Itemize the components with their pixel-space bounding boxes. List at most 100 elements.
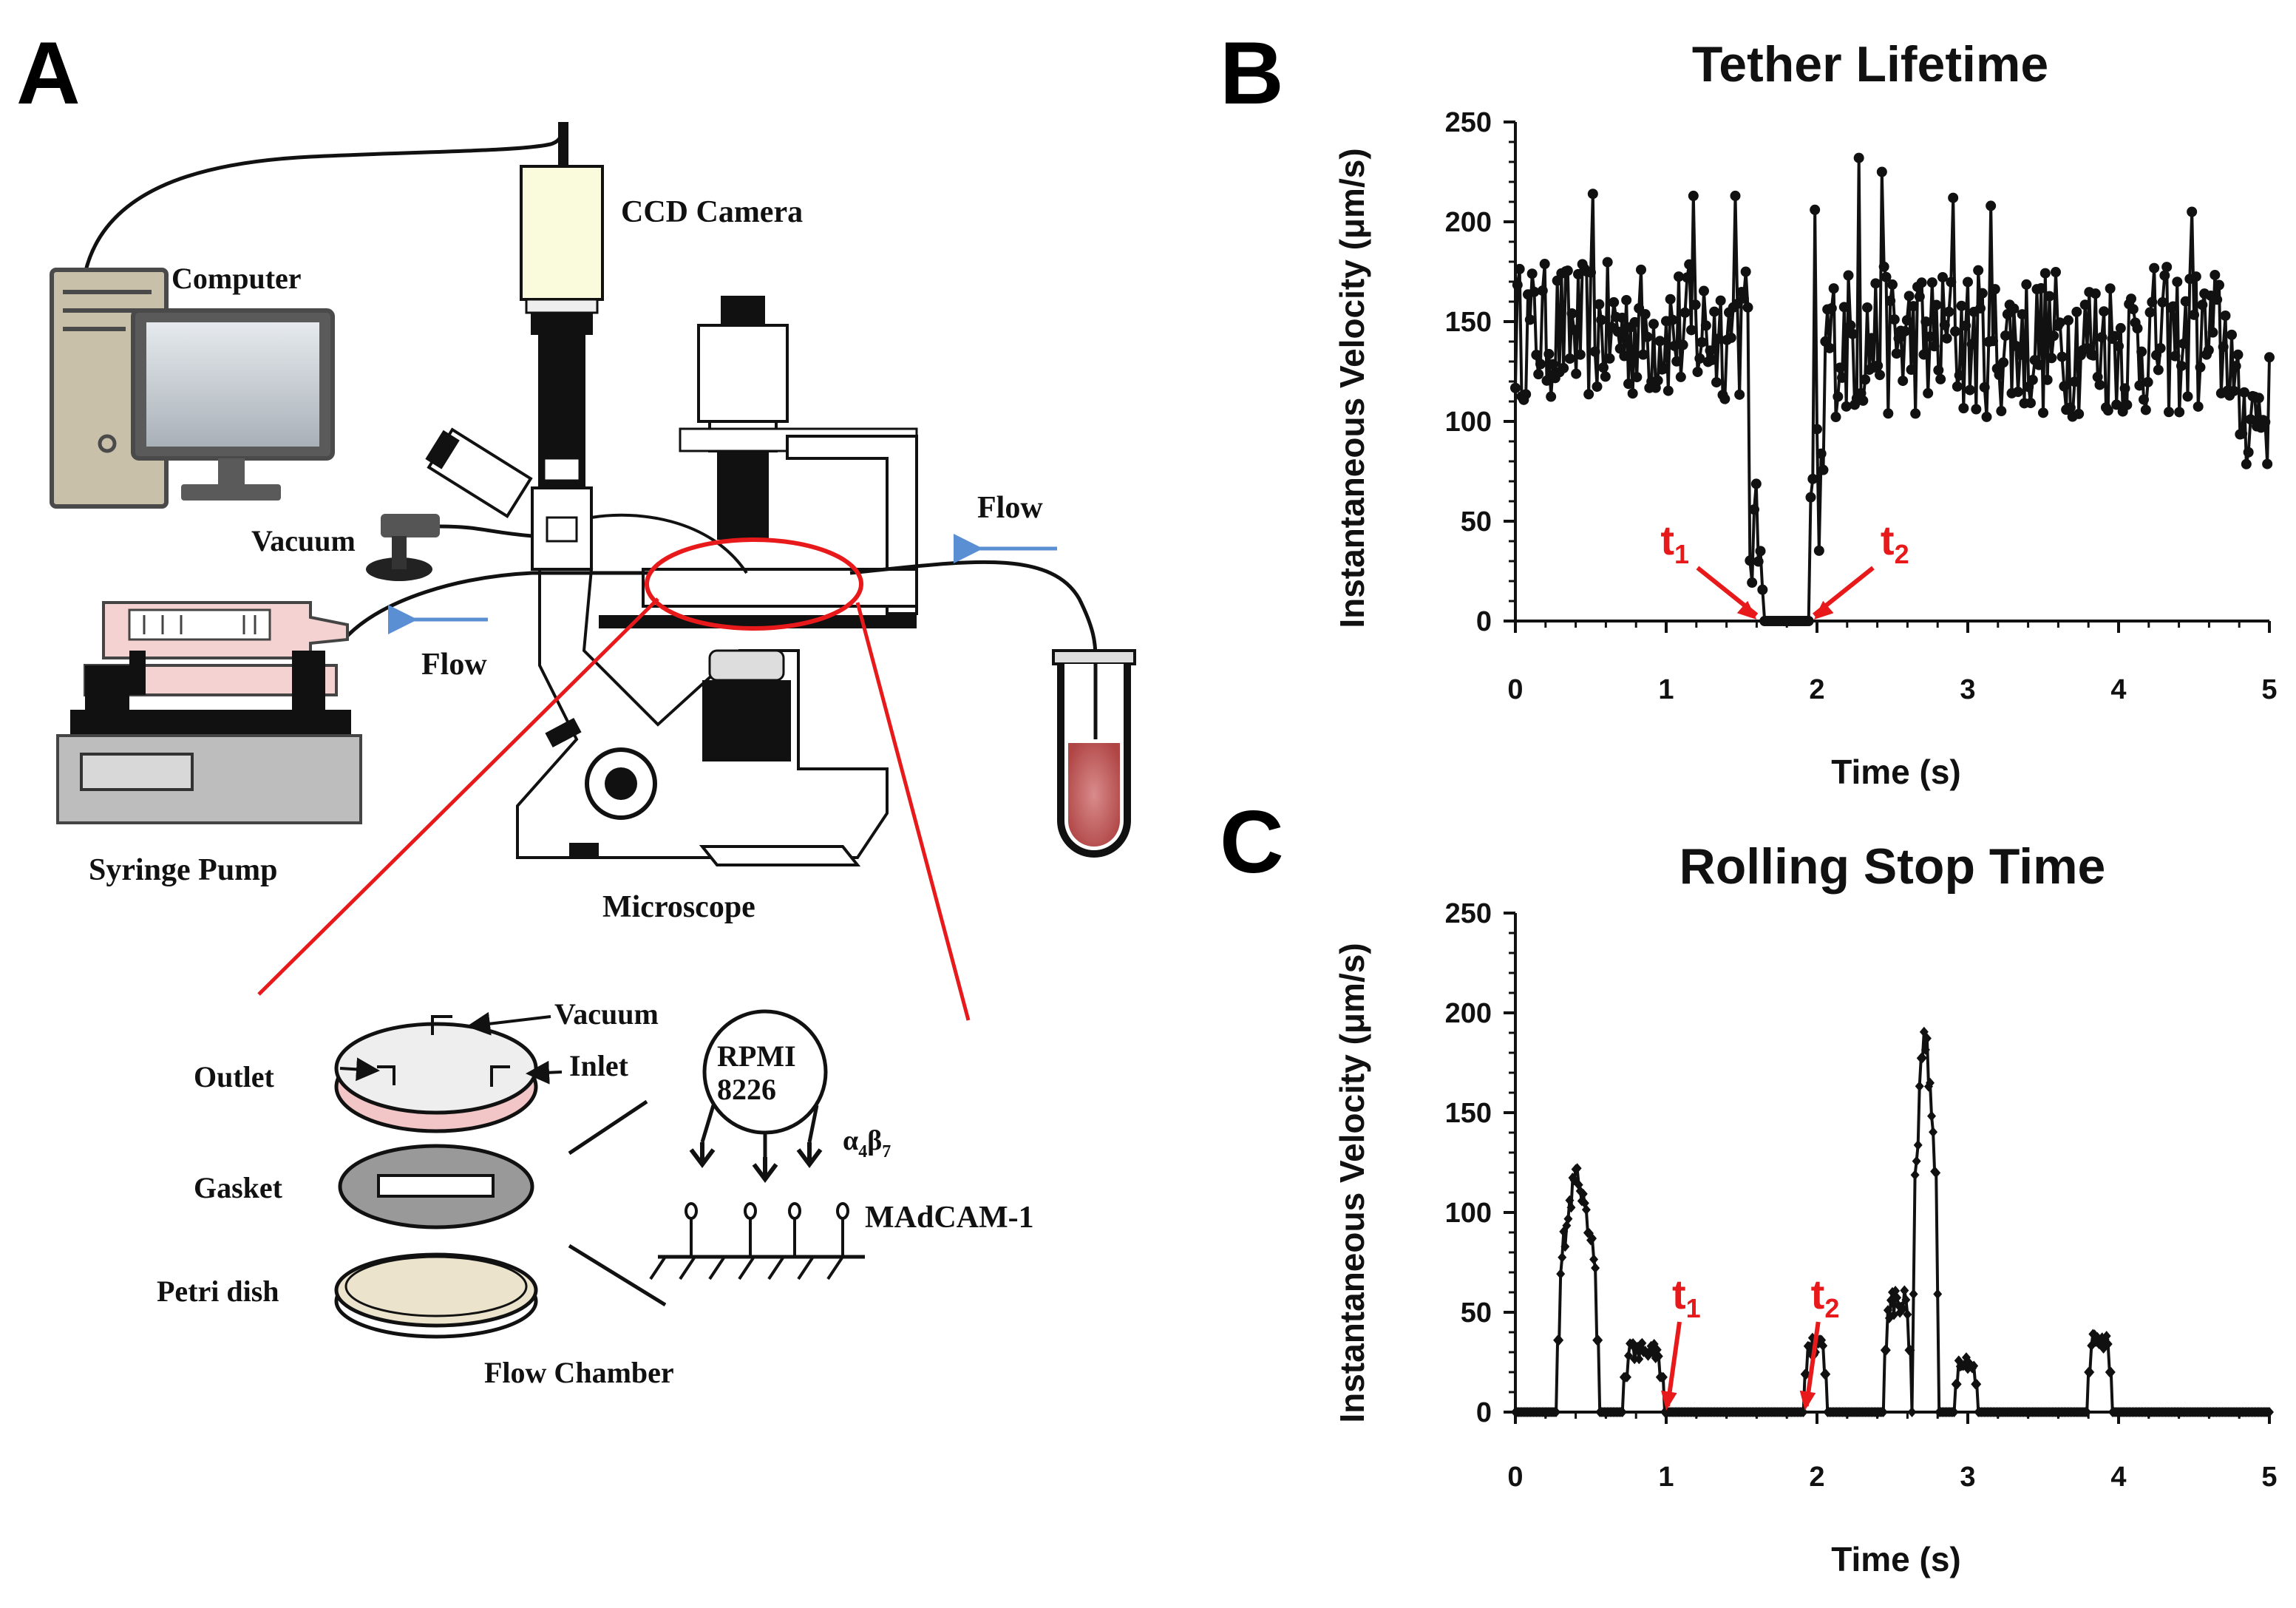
data-point xyxy=(1915,1081,1924,1092)
data-point xyxy=(2170,350,2181,362)
data-point xyxy=(1627,388,1638,399)
data-point xyxy=(1910,408,1921,419)
data-point xyxy=(2149,262,2160,274)
data-point xyxy=(1816,448,1827,459)
connector-line-bottom xyxy=(568,1244,667,1307)
data-point xyxy=(2264,352,2275,363)
data-point xyxy=(1621,294,1632,305)
y-tick-label: 200 xyxy=(1445,207,1492,238)
data-point xyxy=(1719,393,1731,404)
data-point xyxy=(1566,1202,1576,1213)
data-point xyxy=(1640,309,1651,320)
data-point xyxy=(1979,381,1990,393)
y-tick-label: 0 xyxy=(1476,606,1492,637)
data-point xyxy=(1563,1213,1573,1224)
data-point xyxy=(1565,1195,1575,1206)
data-point xyxy=(1818,1340,1828,1351)
data-point xyxy=(1592,381,1603,392)
data-point xyxy=(1583,389,1594,400)
data-point xyxy=(1900,1285,1909,1296)
data-point xyxy=(1847,328,1858,339)
ccd-camera-label: CCD Camera xyxy=(621,195,803,229)
syringe-pump-icon xyxy=(56,601,362,824)
data-point xyxy=(1883,408,1894,419)
data-point xyxy=(2088,350,2099,361)
cell-schematic xyxy=(649,1009,865,1280)
data-point xyxy=(1875,370,1885,381)
data-point xyxy=(1964,384,1975,396)
data-point xyxy=(1753,556,1764,567)
data-point xyxy=(1688,190,1699,201)
data-point xyxy=(1749,504,1759,515)
data-point xyxy=(1818,464,1829,475)
data-point xyxy=(2046,353,2057,364)
data-point xyxy=(2243,447,2254,458)
chart-title: Tether Lifetime xyxy=(1692,36,2048,92)
data-point xyxy=(1612,326,1623,337)
data-point xyxy=(1941,333,1952,344)
integrin-label: α4β7 xyxy=(843,1125,891,1161)
data-point xyxy=(2189,309,2199,320)
data-point xyxy=(1812,424,1822,435)
data-point xyxy=(1589,346,1600,357)
marker-arrowhead xyxy=(1813,600,1834,620)
data-point xyxy=(1901,315,1912,326)
data-point xyxy=(2214,279,2224,291)
data-point xyxy=(2172,277,2183,288)
data-point xyxy=(1524,314,1535,325)
data-point xyxy=(1994,370,2005,381)
data-point xyxy=(1594,1334,1603,1346)
data-point xyxy=(2021,279,2032,290)
data-point xyxy=(1969,1360,1979,1371)
data-point xyxy=(1843,270,1854,281)
data-point xyxy=(1552,1407,1561,1417)
data-point xyxy=(1956,300,1967,311)
data-point xyxy=(2079,299,2090,311)
series xyxy=(1511,1026,2274,1417)
vacuum-icon xyxy=(366,514,533,581)
y-axis-label: Instantaneous Velocity (μm/s) xyxy=(1333,943,1371,1422)
data-point xyxy=(1913,1139,1923,1150)
data-point xyxy=(1674,271,1684,282)
data-point xyxy=(1750,478,1762,489)
data-point xyxy=(1747,577,1758,588)
y-tick-label: 150 xyxy=(1445,307,1492,338)
data-point xyxy=(1598,362,1609,373)
data-point xyxy=(2134,380,2145,391)
data-point xyxy=(1933,364,1944,376)
data-point xyxy=(1807,473,1818,484)
data-point xyxy=(1711,377,1722,388)
data-point xyxy=(2073,408,2085,419)
data-point xyxy=(1757,584,1768,595)
data-point xyxy=(2042,374,2053,385)
data-point xyxy=(1949,1407,1959,1417)
data-point xyxy=(1898,376,1909,387)
data-point xyxy=(2111,399,2122,410)
microscope-label: Microscope xyxy=(602,890,755,924)
data-point xyxy=(2180,296,2191,307)
data-point xyxy=(1634,1354,1644,1365)
data-point xyxy=(1903,1309,1912,1320)
data-point xyxy=(2212,294,2223,305)
data-point xyxy=(1805,492,1816,503)
data-point xyxy=(1903,291,1915,302)
marker-label: t1 xyxy=(1672,1271,1701,1323)
data-point xyxy=(2054,317,2065,328)
data-point xyxy=(1826,302,1837,313)
data-point xyxy=(1932,1167,1941,1178)
data-point xyxy=(2245,414,2256,425)
data-point xyxy=(1975,303,1986,314)
data-point xyxy=(1833,391,1844,402)
outlet-tubing xyxy=(346,571,651,637)
data-point xyxy=(2082,1407,2092,1417)
data-point xyxy=(1637,1337,1647,1349)
madcam-label: MAdCAM-1 xyxy=(865,1201,1034,1235)
data-point xyxy=(1591,1263,1600,1274)
zoom-ellipse xyxy=(645,537,863,631)
data-point xyxy=(1537,285,1548,296)
y-tick-label: 0 xyxy=(1476,1397,1492,1428)
data-point xyxy=(1539,259,1550,270)
data-point xyxy=(1512,279,1523,291)
